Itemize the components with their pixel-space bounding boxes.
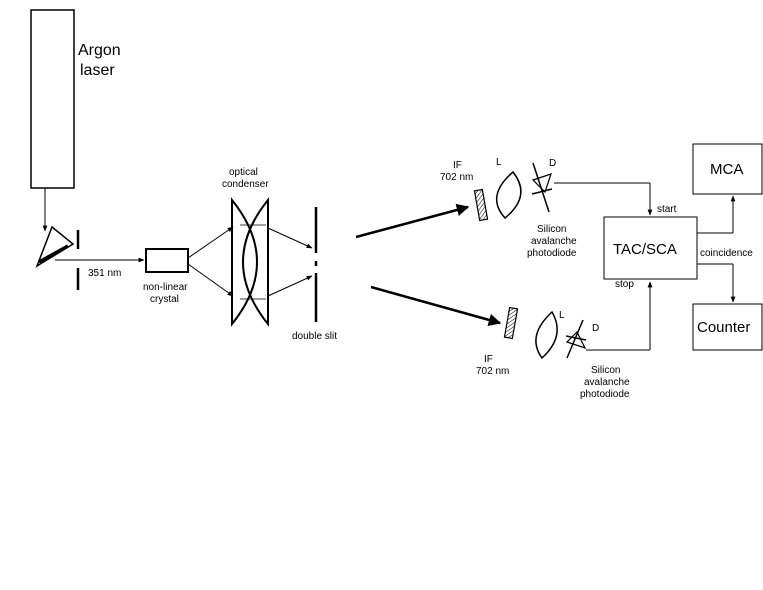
tac-sca-label: TAC/SCA: [613, 241, 677, 258]
counter-label: Counter: [697, 319, 750, 336]
nonlinear-crystal: [145, 248, 189, 273]
beam-crystal-to-condenser-up: [187, 226, 234, 259]
lower-photodiode-desc-line1: Silicon: [591, 365, 620, 376]
crystal-label-line1: non-linear: [143, 282, 188, 293]
optical-condenser: [231, 197, 269, 327]
upper-filter-label-line2: 702 nm: [440, 172, 473, 183]
upper-interference-filter: [473, 188, 489, 222]
upper-photodiode-desc-line1: Silicon: [537, 224, 566, 235]
beam-condenser-to-slit-down: [267, 275, 313, 297]
upper-photodiode-desc-line3: photodiode: [527, 248, 577, 259]
argon-laser: Argon laser: [30, 9, 121, 189]
condenser-label-line2: condenser: [222, 179, 269, 190]
lower-interference-filter: [503, 306, 519, 340]
argon-laser-label-line2: laser: [80, 62, 115, 79]
mca-box: [692, 143, 763, 195]
upper-lens-label: L: [496, 157, 502, 168]
counter-box: [692, 303, 763, 351]
mca-label: MCA: [710, 161, 743, 178]
coincidence-label: coincidence: [700, 248, 753, 259]
upper-diode-label: D: [549, 158, 556, 169]
tac-start-label: start: [657, 204, 677, 215]
crystal-label-line2: crystal: [150, 294, 179, 305]
beam-condenser-to-slit-up: [267, 227, 313, 249]
upper-lens: [496, 170, 522, 220]
upper-detector-arm: IF 702 nm L D Silicon avalanche photodio…: [440, 157, 650, 259]
beam-crystal-to-condenser-down: [187, 263, 234, 297]
lower-lens-label: L: [559, 310, 565, 321]
lower-filter-label-line1: IF: [484, 354, 493, 365]
condenser-label-line1: optical: [229, 167, 258, 178]
double-slit-label: double slit: [292, 331, 337, 342]
upper-filter-label-line1: IF: [453, 160, 462, 171]
tac-sca-box: [603, 216, 698, 280]
tac-stop-label: stop: [615, 279, 634, 290]
lower-detector-arm: IF 702 nm L D Silicon avalanche photodio…: [476, 306, 650, 400]
lower-lens: [535, 310, 558, 360]
wavelength-351-label: 351 nm: [88, 268, 121, 279]
lower-photodiode-desc-line3: photodiode: [580, 389, 630, 400]
lower-photodiode-desc-line2: avalanche: [584, 377, 630, 388]
argon-laser-label-line1: Argon: [78, 42, 121, 59]
lower-diode-label: D: [592, 323, 599, 334]
upper-photodiode: [531, 162, 650, 213]
photon-path-lower: [370, 285, 502, 326]
upper-photodiode-desc-line2: avalanche: [531, 236, 577, 247]
lower-filter-label-line2: 702 nm: [476, 366, 509, 377]
photon-path-upper: [355, 203, 470, 239]
lower-photodiode: [565, 319, 650, 359]
